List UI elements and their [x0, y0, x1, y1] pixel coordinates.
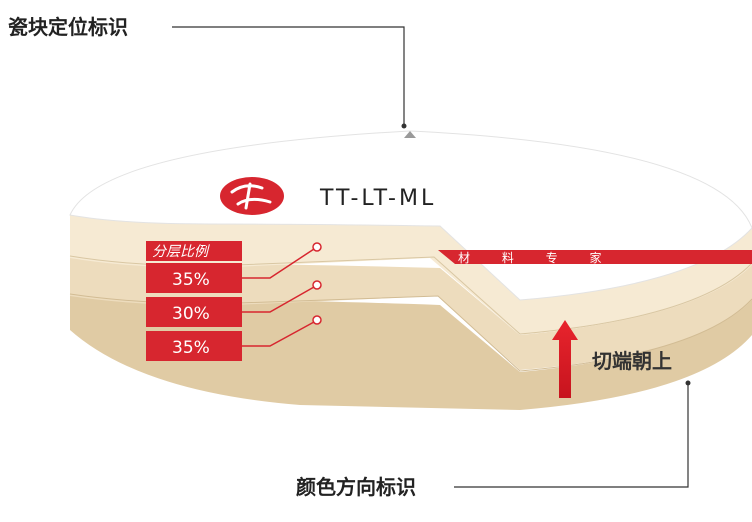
- layer-ratio-block: 分层比例 35% 30% 35%: [146, 241, 322, 361]
- leader-line-bottom: [242, 321, 315, 347]
- layer-ratio-cell-middle: [146, 297, 242, 327]
- layer-divider: [69, 255, 752, 335]
- layer-ratio-value-top: 35%: [172, 270, 210, 290]
- layer-ratio-value-bottom: 35%: [172, 338, 210, 358]
- cut-end-up-label: 切端朝上: [592, 349, 672, 373]
- material-band: 材 料 专 家: [438, 250, 752, 265]
- callout-line-top: [172, 26, 405, 124]
- leader-dot-bottom: [312, 315, 322, 325]
- up-arrow-icon: [552, 320, 578, 398]
- seal-logo-icon: [220, 177, 284, 215]
- color-direction-callout: 颜色方向标识: [296, 380, 691, 499]
- leader-line-top: [242, 248, 315, 279]
- callout-line-bottom: [454, 385, 689, 488]
- brand-text: TT-LT-ML: [319, 186, 436, 211]
- layer-ratio-header-bg: [146, 241, 242, 261]
- position-mark-callout: 瓷块定位标识: [8, 15, 407, 129]
- color-direction-label: 颜色方向标识: [296, 475, 416, 499]
- layer-ratio-value-middle: 30%: [172, 304, 210, 324]
- position-mark-label: 瓷块定位标识: [8, 15, 128, 39]
- leader-dot-top: [312, 242, 322, 252]
- layer-ratio-cell-bottom: [146, 331, 242, 361]
- layer-ratio-header: 分层比例: [152, 244, 210, 260]
- callout-dot-top: [401, 123, 407, 129]
- layer-divider: [69, 293, 752, 372]
- leader-line-middle: [242, 286, 315, 313]
- layer-ratio-cell-top: [146, 263, 242, 293]
- band-text: 材 料 专 家: [458, 250, 615, 265]
- leader-dot-middle: [312, 280, 322, 290]
- callout-dot-bottom: [685, 380, 691, 386]
- position-notch-icon: [404, 131, 416, 138]
